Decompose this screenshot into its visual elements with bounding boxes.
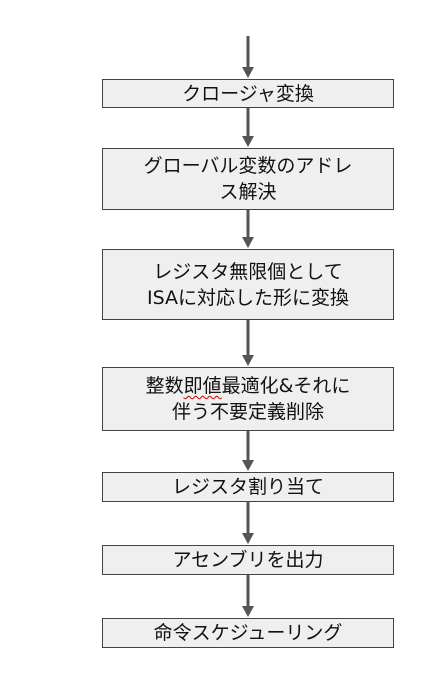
step-register-allocation: レジスタ割り当て: [102, 472, 394, 502]
step-label-line: クロージャ変換: [182, 82, 314, 105]
step-label-line: ス解決: [219, 181, 277, 203]
step-label-line: 命令スケジューリング: [153, 622, 343, 644]
step-label-line: レジスタ割り当て: [171, 476, 324, 498]
step-global-variable-address-resolution: グローバル変数のアドレ ス解決: [102, 148, 394, 210]
arrow-step1-to-step2-head: [242, 136, 254, 147]
step-label-prefix: 整数: [145, 375, 184, 397]
step-instruction-scheduling: 命令スケジューリング: [102, 618, 394, 648]
step-infinite-register-isa-conversion: レジスタ無限個として ISAに対応した形に変換: [102, 249, 394, 320]
arrow-step3-to-step4-head: [242, 355, 254, 366]
step-immediate-optimization-dead-def-elimination: 整数即値最適化&それに 伴う不要定義削除: [102, 367, 394, 431]
step-label-line: アセンブリを出力: [172, 549, 324, 571]
step-label-line: レジスタ無限個として: [153, 260, 343, 283]
arrow-step6-to-step7-head: [242, 606, 254, 617]
step-label-suffix: 最適化&それに: [221, 375, 351, 397]
arrow-step4-to-step5-head: [242, 460, 254, 471]
step-label-line: ISAに対応した形に変換: [146, 286, 349, 309]
arrow-entry-head: [242, 67, 254, 78]
step-label-line: 伴う不要定義削除: [171, 401, 324, 423]
step-closure-conversion: クロージャ変換: [102, 79, 394, 108]
spellcheck-underlined-word: 即値: [183, 375, 222, 397]
arrow-step5-to-step6-head: [242, 533, 254, 544]
step-label-line-with-spellcheck: 整数即値最適化&それに: [146, 373, 351, 399]
step-emit-assembly: アセンブリを出力: [102, 545, 394, 575]
step-label-line: グローバル変数のアドレ: [143, 155, 353, 177]
arrow-step2-to-step3-head: [242, 237, 254, 248]
